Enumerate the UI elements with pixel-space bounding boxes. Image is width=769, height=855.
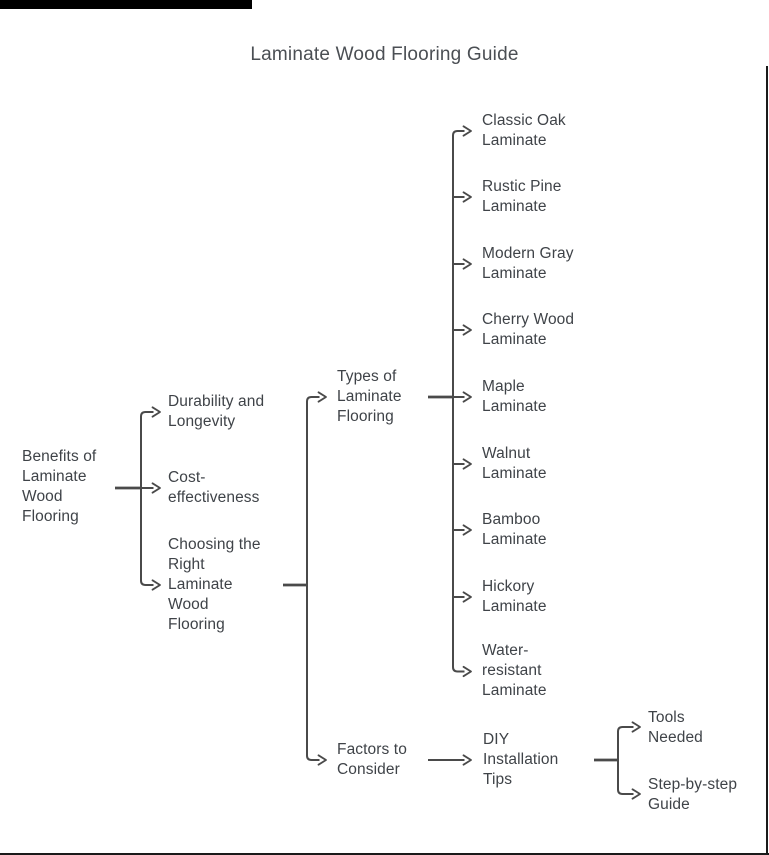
node-cost-effectiveness: Cost- effectiveness <box>168 469 260 506</box>
arrowhead-rustic-pine <box>462 191 472 203</box>
bottom-border <box>0 853 769 855</box>
node-cherry-wood: Cherry Wood Laminate <box>482 311 575 348</box>
arrowhead-water-resistant <box>462 665 472 678</box>
node-hickory: Hickory Laminate <box>482 578 547 615</box>
top-left-black-bar <box>0 0 252 9</box>
node-diy-installation: DIY Installation Tips <box>483 731 559 788</box>
arrowhead-choosing <box>151 579 161 591</box>
node-rustic-pine: Rustic Pine Laminate <box>482 178 562 215</box>
node-modern-gray: Modern Gray Laminate <box>482 245 574 282</box>
arrowhead-types <box>317 391 327 403</box>
node-benefits: Benefits of Laminate Wood Flooring <box>22 448 97 525</box>
arrowhead-bamboo <box>462 524 472 536</box>
node-tools-needed: Tools Needed <box>648 709 703 746</box>
arrowhead-classic-oak <box>462 125 472 137</box>
node-step-by-step: Step-by-step Guide <box>648 776 738 813</box>
node-maple: Maple Laminate <box>482 378 547 415</box>
edge-types-water-resistant <box>452 397 465 673</box>
node-water-resistant: Water- resistant Laminate <box>482 642 547 699</box>
edge-diy-tools <box>617 726 634 760</box>
arrowhead-walnut <box>462 458 472 470</box>
node-bamboo: Bamboo Laminate <box>482 511 547 548</box>
edge-choosing-types <box>306 396 320 585</box>
node-walnut: Walnut Laminate <box>482 445 547 482</box>
arrowhead-cherry-wood <box>462 324 472 336</box>
edge-types-classic-oak <box>452 130 465 397</box>
arrowhead-factors <box>317 754 327 766</box>
diagram-title: Laminate Wood Flooring Guide <box>250 44 519 65</box>
arrowhead-hickory <box>462 591 472 603</box>
arrowhead-maple <box>462 391 472 403</box>
edge-choosing-factors <box>306 585 320 761</box>
arrowhead-step <box>631 788 641 800</box>
arrowhead-tools <box>631 721 641 733</box>
node-durability: Durability and Longevity <box>168 393 265 430</box>
node-types-of-laminate: Types of Laminate Flooring <box>337 368 402 425</box>
node-choosing-right: Choosing the Right Laminate Wood Floorin… <box>168 536 261 633</box>
arrowhead-cost <box>151 482 161 494</box>
arrowhead-modern-gray <box>462 258 472 270</box>
node-factors-to-consider: Factors to Consider <box>337 741 407 778</box>
arrowhead-diy <box>462 754 472 766</box>
node-classic-oak: Classic Oak Laminate <box>482 112 566 149</box>
edge-diy-step <box>617 760 634 795</box>
arrowhead-durability <box>151 406 161 418</box>
edge-root-choosing <box>140 488 154 586</box>
right-border <box>766 66 768 855</box>
edge-root-durability <box>140 411 154 488</box>
